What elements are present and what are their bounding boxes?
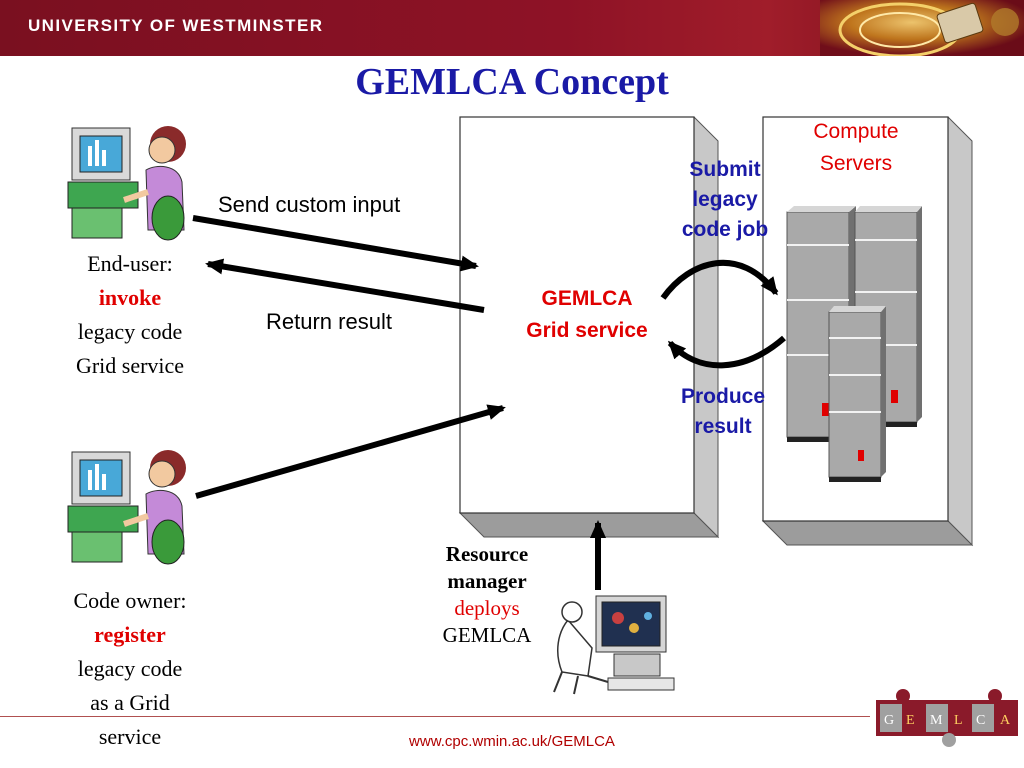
gemlca-logo-icon: G E M L C A [876, 689, 1018, 747]
return-result-arrow [205, 258, 485, 313]
banner-decoration-icon [820, 0, 1024, 56]
code-owner-role: Code owner: [73, 588, 187, 613]
resource-manager-workstation-icon [553, 595, 675, 695]
resource-manager-line4: GEMLCA [442, 623, 532, 647]
server-tower-icon [828, 306, 886, 482]
gemlca-service-label: GEMLCA Grid service [494, 283, 680, 347]
send-input-label: Send custom input [218, 192, 401, 217]
produce-result-label: Produce result [655, 382, 791, 442]
resource-manager-line1: Resource [445, 542, 529, 566]
logo-letter-c: C [976, 713, 985, 728]
logo-letter-e: E [906, 713, 915, 728]
compute-servers-label: Compute Servers [786, 116, 926, 180]
slide-title: GEMLCA Concept [355, 61, 669, 103]
logo-letter-l: L [954, 713, 963, 728]
logo-letter-g: G [884, 713, 894, 728]
end-user-action: invoke [98, 285, 162, 310]
end-user-line3: legacy code [77, 319, 183, 344]
submit-job-label: Submit legacy code job [660, 155, 790, 245]
gemlca-service-box [458, 116, 720, 539]
gemlca-service-line1: GEMLCA [541, 287, 633, 310]
compute-line2: Servers [819, 152, 893, 175]
produce-line1: Produce [680, 385, 766, 408]
submit-line3: code job [681, 218, 769, 241]
submit-line2: legacy [692, 188, 758, 211]
logo-letter-m: M [930, 713, 943, 728]
send-input-arrow [192, 215, 479, 272]
end-user-caption: End-user: invoke legacy code Grid servic… [50, 247, 210, 383]
produce-line2: result [694, 415, 752, 438]
logo-letter-a: A [1000, 713, 1011, 728]
code-owner-line4: as a Grid [90, 690, 170, 715]
resource-manager-line2: manager [447, 569, 527, 593]
produce-result-arrow [667, 335, 786, 369]
compute-line1: Compute [813, 120, 899, 143]
footer-divider [0, 716, 870, 717]
resource-manager-action: deploys [454, 596, 520, 620]
return-result-label: Return result [266, 309, 392, 334]
code-owner-line5: service [98, 724, 162, 749]
code-owner-action: register [94, 622, 166, 647]
code-owner-caption: Code owner: register legacy code as a Gr… [45, 584, 215, 754]
end-user-role: End-user: [87, 251, 173, 276]
code-owner-line3: legacy code [77, 656, 183, 681]
end-user-line4: Grid service [75, 353, 185, 378]
register-arrow [195, 404, 506, 499]
submit-line1: Submit [689, 158, 761, 181]
institution-name: UNIVERSITY OF WESTMINSTER [28, 16, 324, 35]
end-user-person-icon [67, 126, 186, 241]
resource-manager-caption: Resource manager deploys GEMLCA [422, 541, 552, 649]
footer-url[interactable]: www.cpc.wmin.ac.uk/GEMLCA [409, 733, 615, 750]
code-owner-person-icon [67, 450, 186, 565]
submit-job-arrow [660, 259, 779, 300]
gemlca-service-line2: Grid service [526, 319, 648, 342]
